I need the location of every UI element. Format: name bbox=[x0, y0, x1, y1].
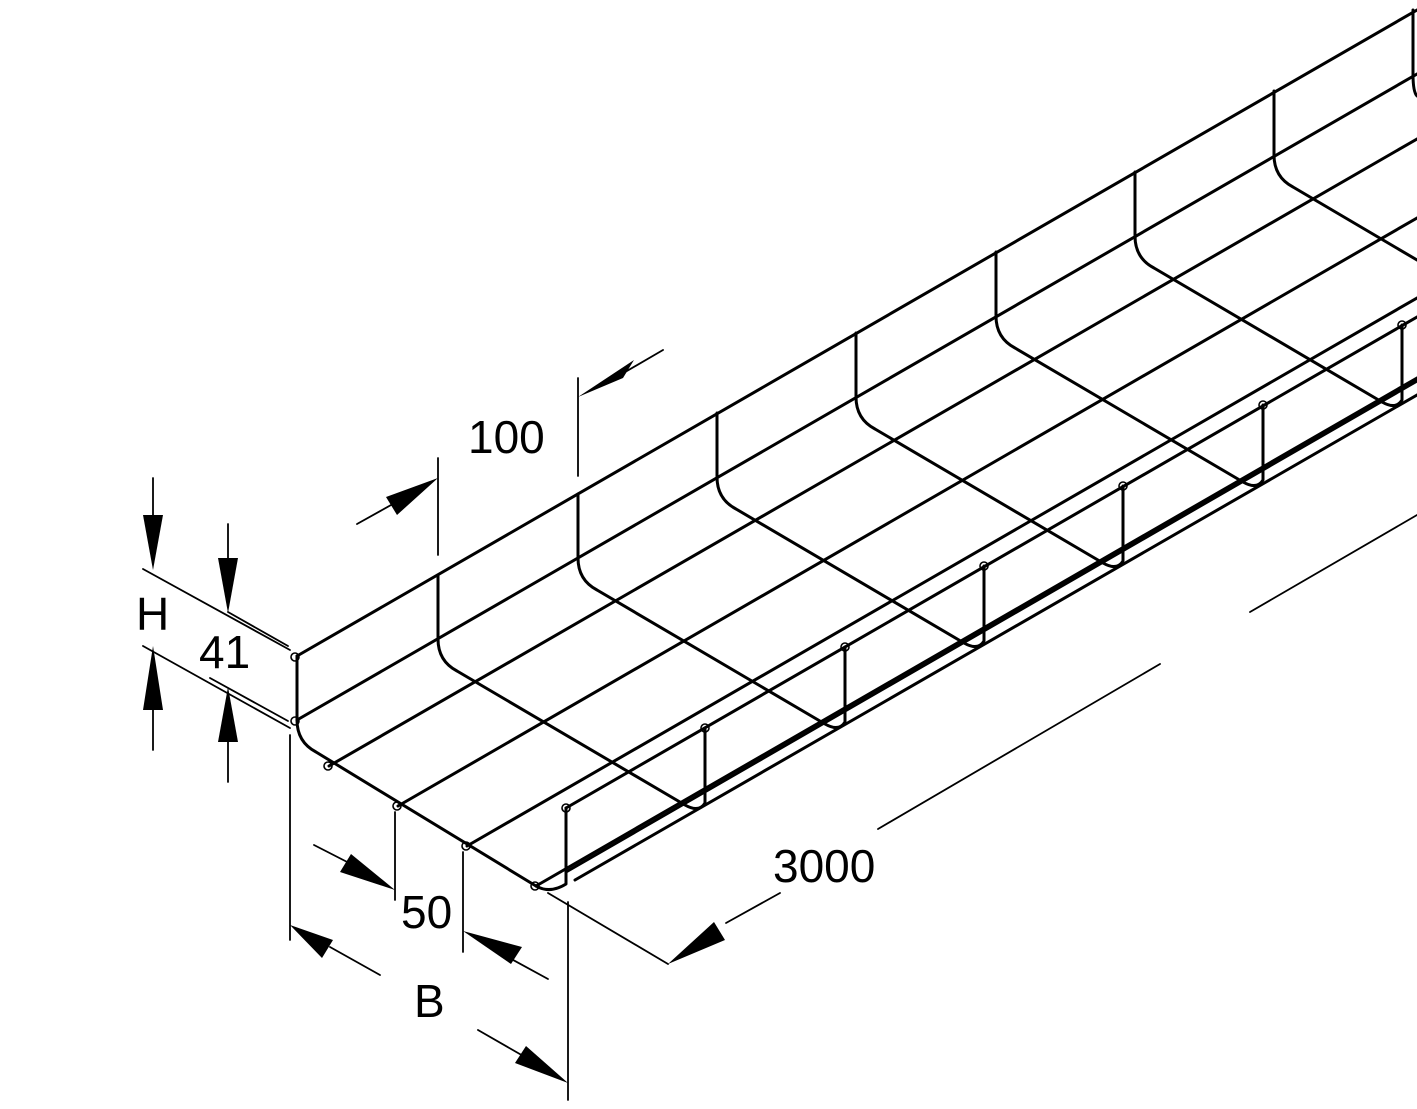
cable-tray-mesh bbox=[290, 8, 1417, 891]
label-length: 3000 bbox=[773, 840, 875, 892]
longitudinal-wires bbox=[295, 8, 1417, 888]
label-height-value: 41 bbox=[199, 626, 250, 678]
mesh-pitch-dimension bbox=[356, 349, 664, 556]
label-bottom-pitch: 50 bbox=[401, 886, 452, 938]
label-height-symbol: H bbox=[136, 588, 169, 640]
height-dimension bbox=[142, 477, 291, 783]
bottom-pitch-dimension bbox=[313, 811, 549, 980]
width-dimension bbox=[289, 734, 569, 1101]
label-mesh-pitch: 100 bbox=[468, 411, 545, 463]
dimension-labels: 100 H 41 50 B 3000 bbox=[136, 411, 875, 1027]
label-width-symbol: B bbox=[414, 975, 445, 1027]
wire-end-caps bbox=[290, 320, 1407, 891]
cross-wires bbox=[295, 8, 1417, 891]
length-dimension bbox=[547, 514, 1417, 965]
